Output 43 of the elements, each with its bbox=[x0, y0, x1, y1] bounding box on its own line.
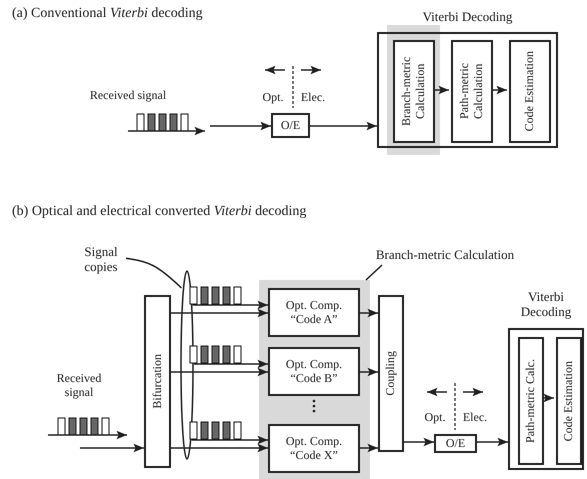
arrow bbox=[80, 444, 144, 452]
arrow bbox=[171, 368, 268, 376]
annotation-text: Branch-metric Calculation bbox=[376, 248, 514, 263]
arrow bbox=[433, 86, 449, 94]
arrow bbox=[210, 122, 271, 130]
panel-title: (b) Optical and electrical converted Viterbi decoding bbox=[12, 204, 308, 220]
arrow bbox=[491, 86, 507, 94]
leader-line bbox=[365, 264, 383, 281]
process-box: Opt. Comp. “Code B” bbox=[268, 347, 360, 396]
arrow bbox=[360, 444, 378, 452]
process-box: Code Estimation bbox=[509, 40, 551, 143]
annotation-text: Opt. bbox=[262, 91, 284, 105]
annotation-text: Signal copies bbox=[83, 245, 119, 275]
annotation-text: Opt. bbox=[424, 411, 446, 425]
process-box: Branch-metric Calculation bbox=[393, 40, 435, 143]
arrow bbox=[404, 438, 434, 446]
arrow bbox=[192, 300, 268, 310]
arrow bbox=[192, 436, 268, 444]
process-box: Path-metric Calculation bbox=[451, 40, 493, 143]
arrow bbox=[171, 444, 268, 452]
process-box: O/E bbox=[271, 113, 310, 138]
arrow bbox=[360, 368, 378, 376]
arrow bbox=[194, 360, 268, 368]
leader-line bbox=[126, 258, 182, 289]
annotation-text: Elec. bbox=[300, 91, 326, 105]
process-box: Bifurcation bbox=[144, 295, 171, 468]
panel-title: (a) Conventional Viterbi decoding bbox=[12, 6, 204, 22]
arrow bbox=[310, 122, 377, 130]
process-box: Code Estimation bbox=[556, 337, 582, 465]
process-box: O/E bbox=[434, 434, 477, 453]
box-heading: Viterbi Decoding bbox=[422, 10, 514, 25]
arrow bbox=[542, 394, 554, 402]
arrow bbox=[360, 308, 378, 318]
process-box: Opt. Comp. “Code A” bbox=[268, 288, 360, 337]
process-box: Opt. Comp. “Code X” bbox=[268, 424, 360, 473]
annotation-text: Elec. bbox=[462, 411, 488, 425]
process-box: Path-metric Calc. bbox=[518, 337, 544, 465]
box-heading: Viterbi Decoding bbox=[520, 290, 572, 320]
process-box: Coupling bbox=[378, 295, 404, 452]
arrow bbox=[171, 308, 268, 318]
annotation-text: Received signal bbox=[56, 372, 102, 400]
annotation-text: Received signal bbox=[88, 89, 168, 103]
arrow bbox=[477, 438, 508, 446]
